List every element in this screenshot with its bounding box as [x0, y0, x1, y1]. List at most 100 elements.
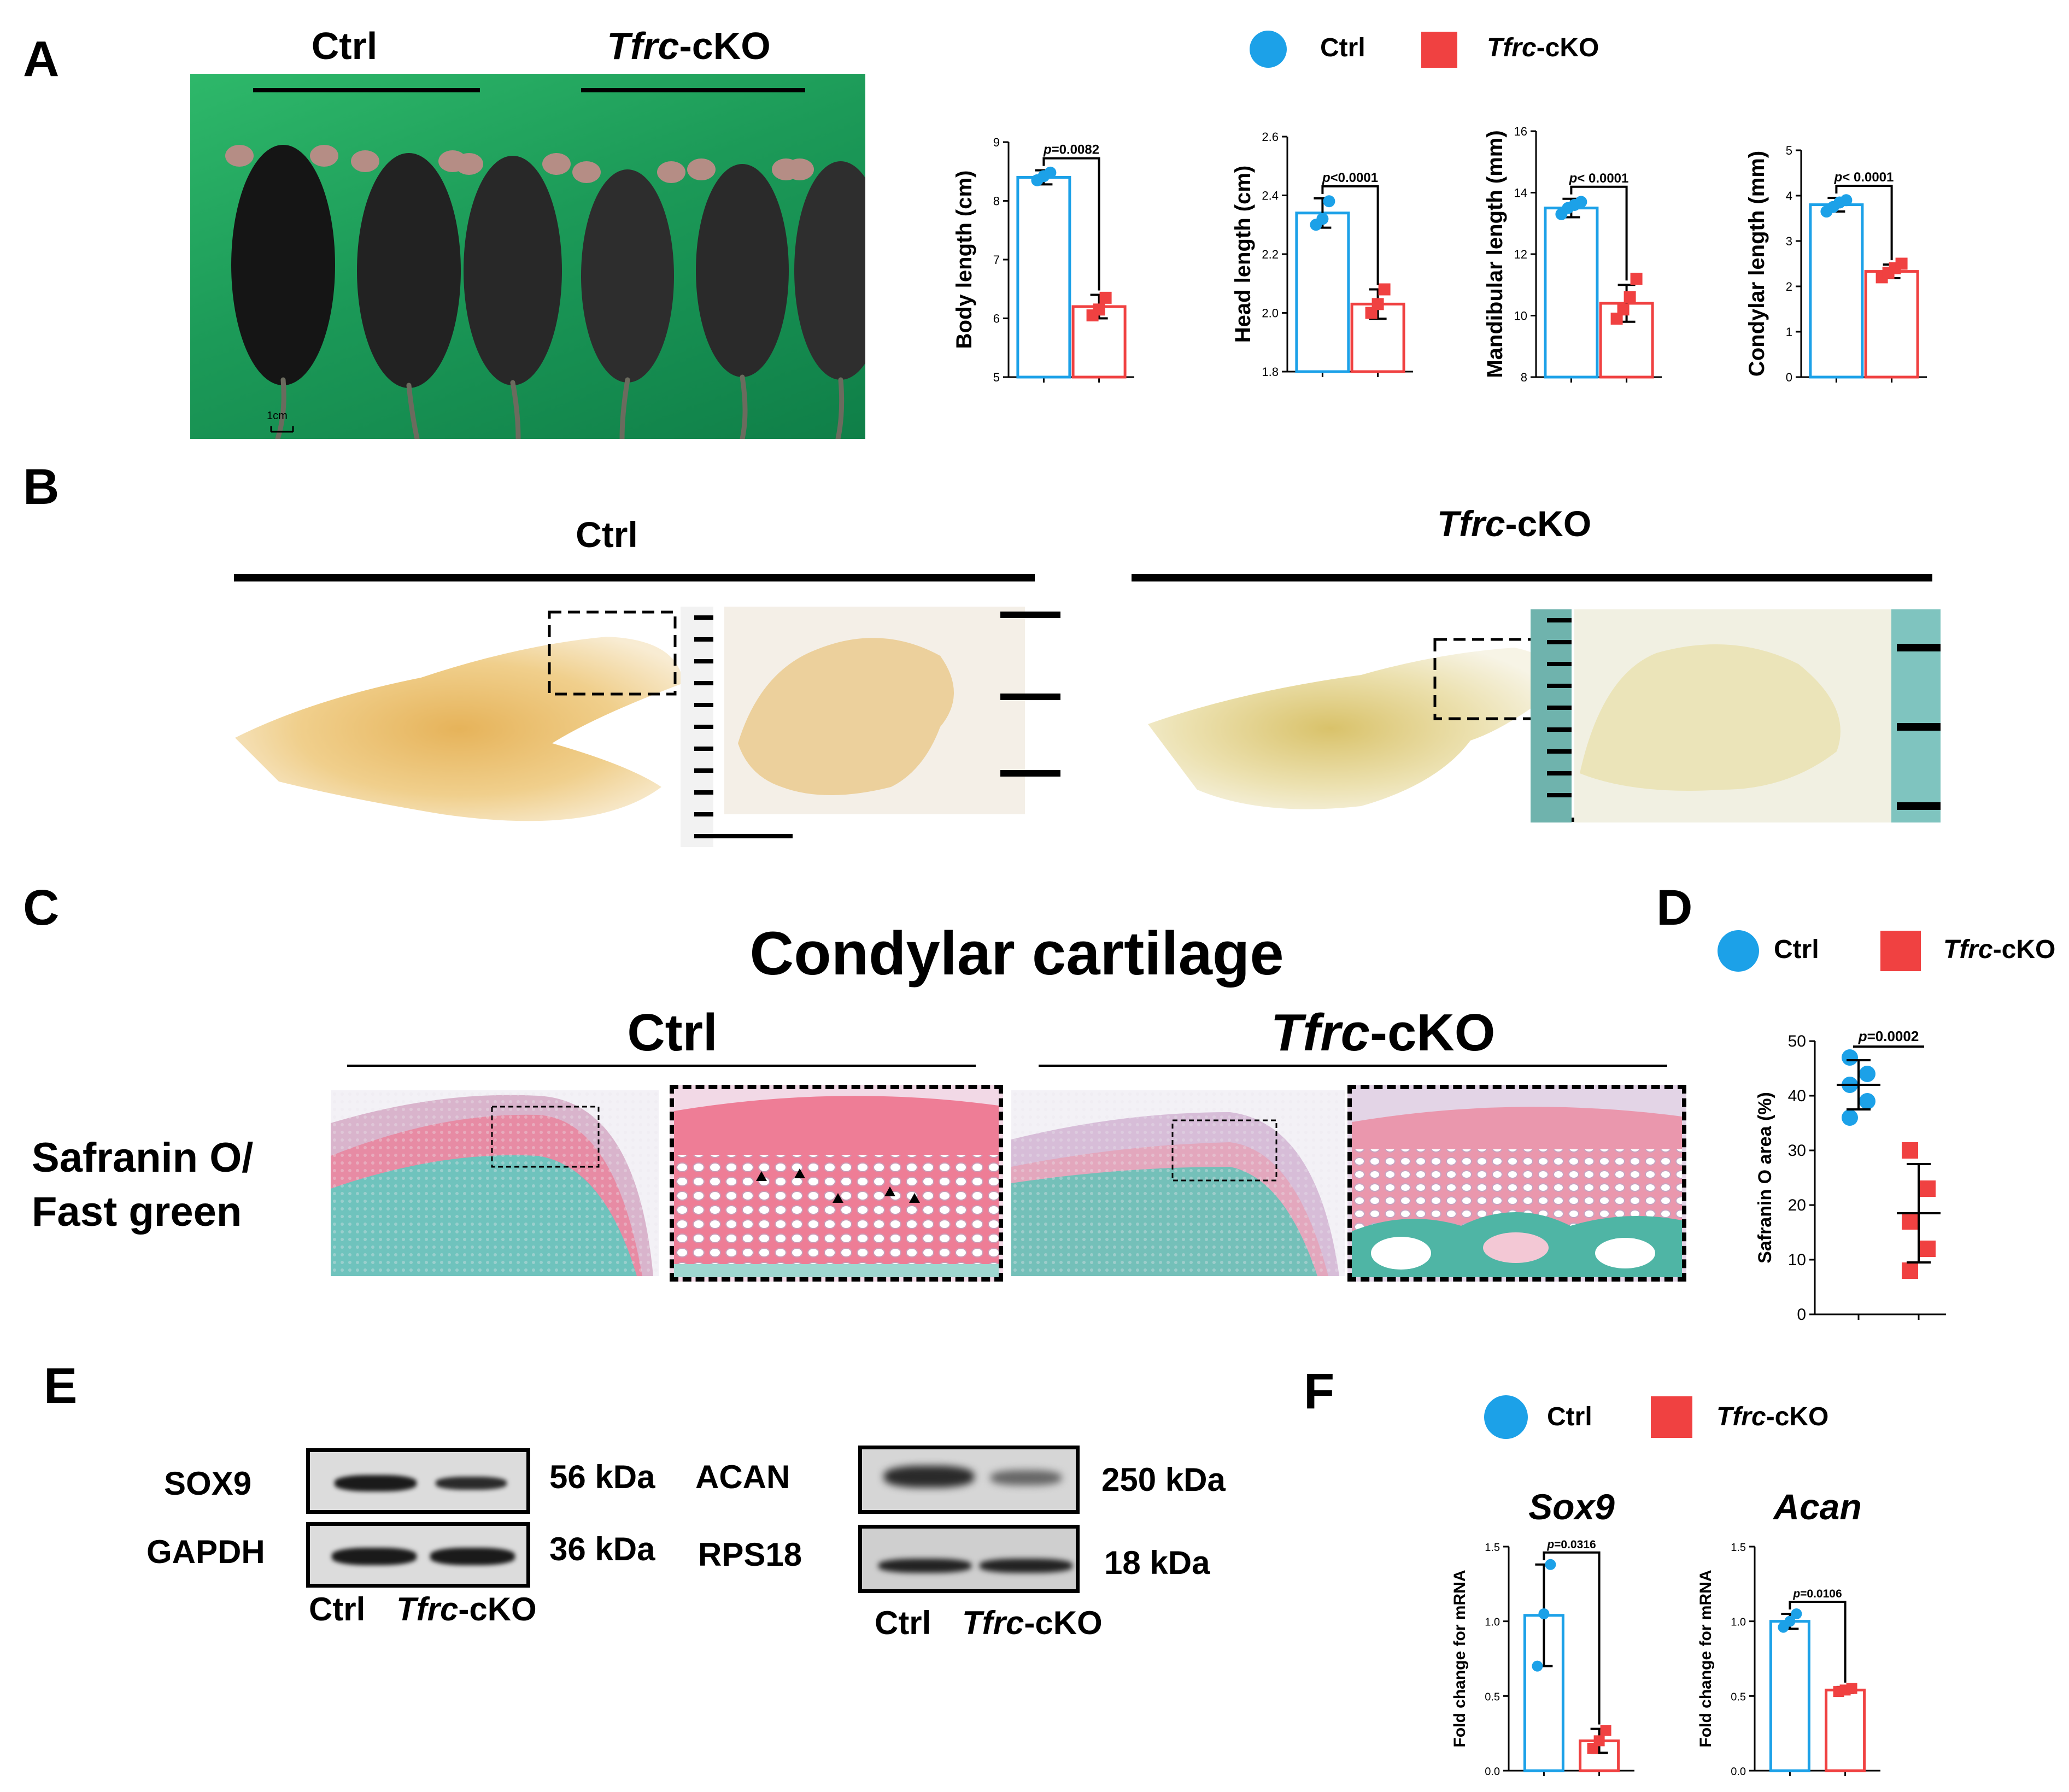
- y-tick-label: 10: [1788, 1251, 1806, 1269]
- data-point: [1538, 1608, 1550, 1619]
- p-value-label: p=0.0106: [1792, 1588, 1842, 1600]
- y-tick-label: 2.4: [1262, 189, 1279, 203]
- data-point: [1919, 1180, 1936, 1197]
- c-header-ctrl: Ctrl: [627, 1003, 718, 1062]
- data-point: [1532, 1660, 1543, 1672]
- data-point: [1545, 1559, 1556, 1570]
- y-axis-label: Condylar length (mm): [1745, 151, 1769, 377]
- y-tick-label: 5: [993, 371, 1000, 384]
- legend-d-ctrl: Ctrl: [1774, 935, 1819, 964]
- mouse-photo: 1cm: [190, 74, 865, 439]
- legend-d-ko-marker: [1880, 931, 1921, 971]
- stain-label-line2: Fast green: [32, 1188, 242, 1235]
- data-point: [1895, 257, 1908, 270]
- y-tick-label: 8: [993, 195, 1000, 208]
- protein-label-acan: ACAN: [695, 1459, 790, 1495]
- bar: [1864, 270, 1919, 379]
- y-tick-label: 2.6: [1262, 130, 1279, 144]
- y-tick-label: 5: [1786, 144, 1792, 157]
- data-point: [1371, 298, 1384, 310]
- b-header-ko: Tfrc-cKO: [1437, 503, 1592, 544]
- data-point: [1846, 1683, 1857, 1694]
- mandible-ko-photo: [1148, 609, 1941, 822]
- data-point: [1840, 194, 1853, 207]
- c-header-ko: Tfrc-cKO: [1270, 1003, 1496, 1062]
- y-tick-label: 12: [1514, 248, 1527, 261]
- blot-sox9: [306, 1448, 530, 1514]
- data-point: [1617, 303, 1630, 316]
- p-value-label: p=0.0002: [1858, 1028, 1919, 1044]
- kda-label-rps18: 18 kDa: [1104, 1544, 1210, 1581]
- data-point: [1902, 1142, 1918, 1159]
- y-tick-label: 1.0: [1731, 1617, 1746, 1629]
- data-point: [1044, 166, 1057, 179]
- y-axis-label: Safranin O area (%): [1755, 1092, 1775, 1264]
- significance-bracket: [1570, 185, 1628, 281]
- y-tick-label: 2.0: [1262, 307, 1279, 320]
- legend-a-ko: Tfrc-cKO: [1487, 33, 1599, 62]
- mandible-ctrl-photo: [235, 607, 1060, 847]
- y-tick-label: 0.5: [1485, 1691, 1500, 1703]
- stain-label: Safranin O/ Fast green: [32, 1131, 253, 1239]
- y-tick-label: 0.5: [1731, 1691, 1746, 1703]
- p-value-label: p<0.0001: [1322, 171, 1378, 185]
- kda-label-acan: 250 kDa: [1101, 1461, 1226, 1498]
- panel-label-b: B: [23, 459, 60, 515]
- bar: [1809, 203, 1864, 379]
- data-point: [1099, 291, 1112, 304]
- y-tick-label: 0: [1786, 371, 1792, 384]
- y-tick-label: 8: [1521, 371, 1527, 384]
- y-tick-label: 9: [993, 136, 1000, 149]
- legend-ko-marker: [1421, 32, 1457, 68]
- data-point: [1902, 1213, 1918, 1230]
- blot-right-ko: Tfrc-cKO: [962, 1605, 1103, 1641]
- data-point: [1842, 1049, 1858, 1066]
- stain-label-line1: Safranin O/: [32, 1135, 254, 1181]
- blot-right-ctrl: Ctrl: [875, 1605, 931, 1641]
- legend-a-ctrl: Ctrl: [1320, 33, 1365, 62]
- data-point: [1902, 1262, 1918, 1279]
- panel-label-d: D: [1656, 880, 1693, 936]
- data-point: [1316, 213, 1329, 225]
- y-axis-label: Head length (cm): [1231, 166, 1255, 343]
- kda-label-sox9: 56 kDa: [549, 1459, 655, 1495]
- b-header-ctrl: Ctrl: [576, 514, 638, 555]
- p-value-label: p< 0.0001: [1569, 171, 1629, 186]
- y-tick-label: 1: [1786, 325, 1792, 339]
- protein-label-gapdh: GAPDH: [146, 1534, 265, 1570]
- bar: [1825, 1688, 1866, 1772]
- significance-bracket: [1835, 185, 1893, 261]
- significance-bracket: [1789, 1601, 1847, 1683]
- c-line-ko: [1039, 1065, 1667, 1067]
- histology-ctrl-overview: [331, 1090, 659, 1276]
- y-tick-label: 4: [1786, 189, 1792, 203]
- b-bar-ko: [1132, 574, 1932, 581]
- y-tick-label: 0.0: [1485, 1766, 1500, 1778]
- protein-label-sox9: SOX9: [164, 1465, 252, 1502]
- photo-header-ctrl: Ctrl: [311, 25, 378, 67]
- legend-f-ko: Tfrc-cKO: [1716, 1402, 1829, 1431]
- bar: [1599, 302, 1654, 379]
- scale-bar-label: 1cm: [267, 410, 288, 422]
- histology-ko-zoom: [1347, 1085, 1686, 1282]
- significance-bracket: [1543, 1551, 1601, 1725]
- kda-label-gapdh: 36 kDa: [549, 1531, 655, 1567]
- significance-bracket: [1321, 185, 1379, 285]
- y-tick-label: 1.5: [1731, 1542, 1746, 1554]
- data-point: [1093, 303, 1105, 316]
- legend-f-ko-marker: [1651, 1396, 1692, 1438]
- significance-bracket: [1042, 157, 1100, 291]
- y-tick-label: 2: [1786, 280, 1792, 293]
- c-line-ctrl: [347, 1065, 976, 1067]
- chart-title: Acan: [1772, 1487, 1861, 1527]
- y-axis-label: Fold change for mRNA: [1451, 1570, 1469, 1747]
- y-tick-label: 2.2: [1262, 248, 1279, 261]
- blot-gapdh: [306, 1522, 530, 1588]
- y-tick-label: 16: [1514, 125, 1527, 138]
- y-tick-label: 7: [993, 253, 1000, 267]
- y-tick-label: 1.5: [1485, 1542, 1500, 1554]
